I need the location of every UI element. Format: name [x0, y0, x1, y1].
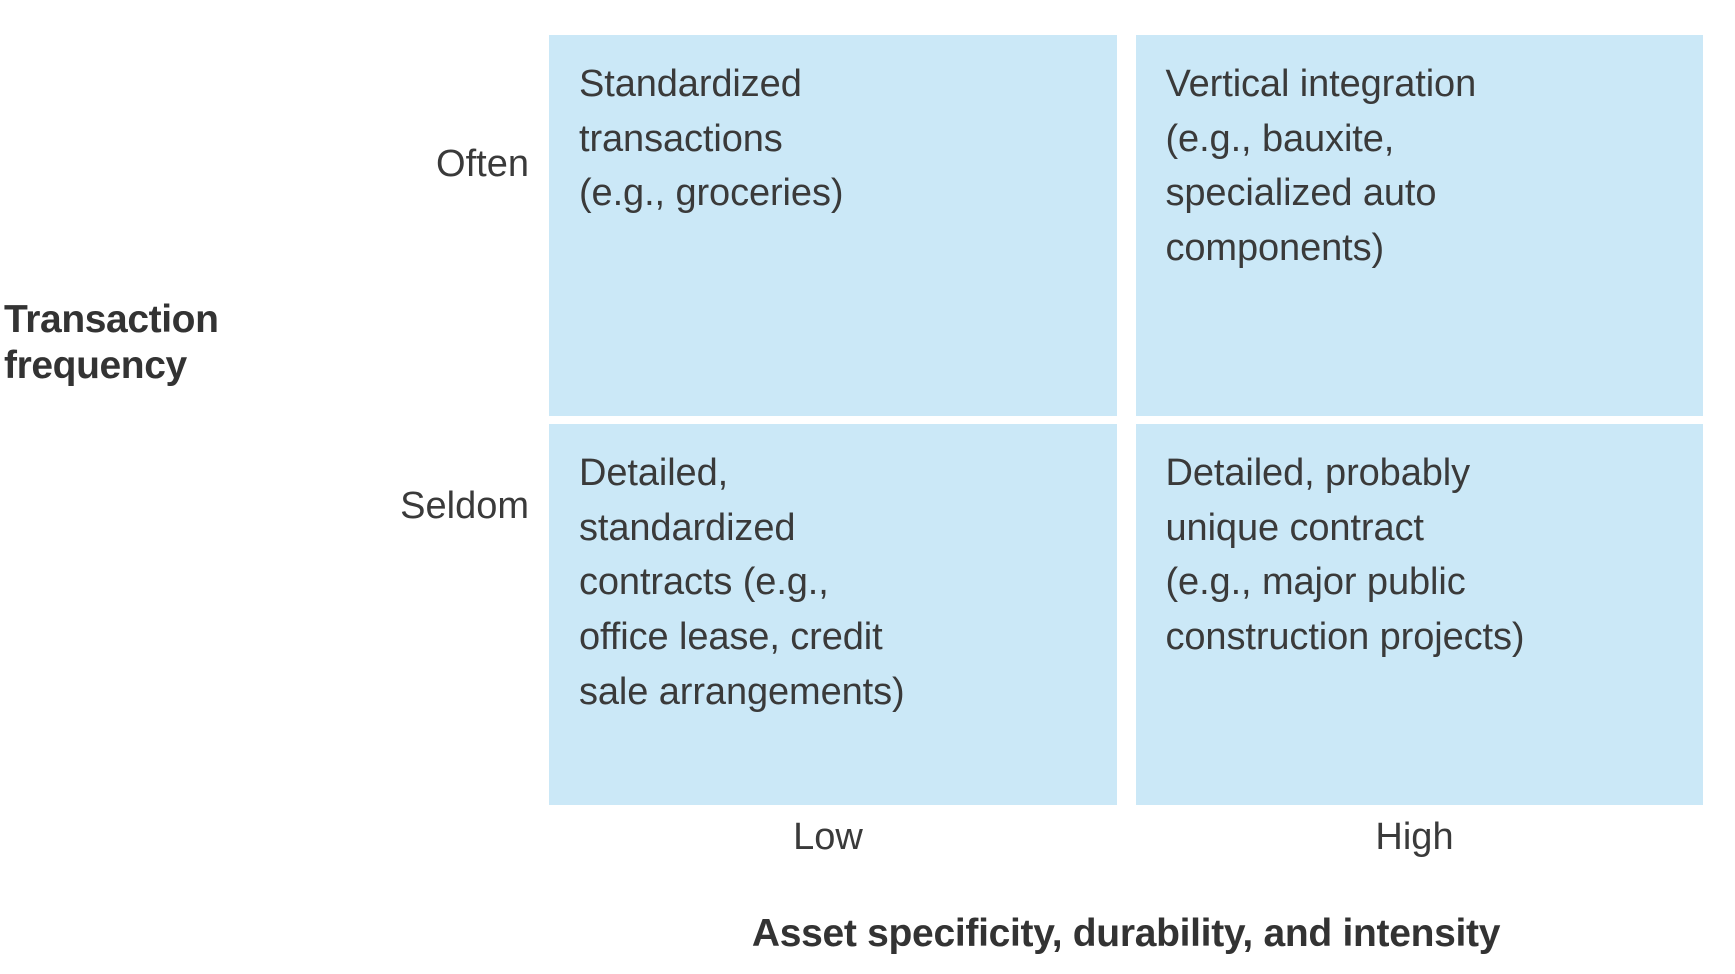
x-axis-tick-high: High [1375, 816, 1454, 858]
matrix-cell-often-high-text: Vertical integration (e.g., bauxite, spe… [1165, 63, 1477, 270]
x-axis-tick-low: Low [793, 816, 863, 858]
matrix-cell-often-low-text: Standardized transactions (e.g., groceri… [579, 63, 844, 215]
matrix-cell-seldom-low: Detailed, standardized contracts (e.g., … [549, 424, 1117, 805]
matrix-cell-often-low: Standardized transactions (e.g., groceri… [549, 35, 1117, 416]
x-axis-title: Asset specificity, durability, and inten… [751, 912, 1501, 955]
matrix-cell-seldom-high-text: Detailed, probably unique contract (e.g.… [1165, 452, 1525, 659]
matrix-cell-seldom-high: Detailed, probably unique contract (e.g.… [1135, 424, 1703, 805]
y-axis-tick-often: Often [436, 143, 529, 185]
matrix-cell-often-high: Vertical integration (e.g., bauxite, spe… [1135, 35, 1703, 416]
matrix-cell-seldom-low-text: Detailed, standardized contracts (e.g., … [579, 452, 905, 713]
y-axis-tick-seldom: Seldom [400, 485, 529, 527]
y-axis-title: Transaction frequency [4, 298, 219, 388]
matrix-grid: Standardized transactions (e.g., groceri… [549, 35, 1703, 805]
